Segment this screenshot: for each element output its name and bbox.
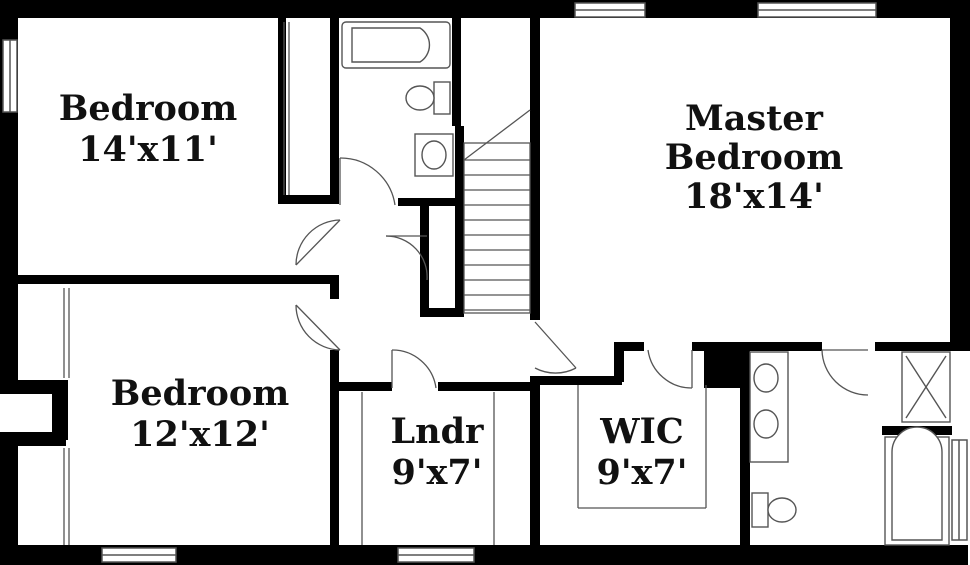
bedroom-1-name: Bedroom — [59, 88, 238, 129]
master-toilet — [751, 492, 769, 528]
laundry-name: Lndr — [391, 411, 485, 452]
toilet — [433, 81, 451, 115]
bedroom-2-size: 12'x12' — [130, 414, 270, 455]
bedroom-2-name: Bedroom — [111, 373, 290, 414]
room-labels: Bedroom 14'x11' Bedroom 12'x12' Master B… — [59, 88, 844, 493]
wic-name: WIC — [599, 411, 684, 452]
master-size: 18'x14' — [684, 176, 824, 217]
wic-size: 9'x7' — [596, 452, 687, 493]
master-name-line2: Bedroom — [665, 137, 844, 178]
bedroom-1-size: 14'x11' — [78, 129, 218, 170]
master-name-line1: Master — [685, 98, 824, 139]
thin-lines — [63, 22, 869, 545]
laundry-size: 9'x7' — [391, 452, 482, 493]
stair-treads — [464, 159, 530, 311]
fixtures — [341, 21, 951, 546]
